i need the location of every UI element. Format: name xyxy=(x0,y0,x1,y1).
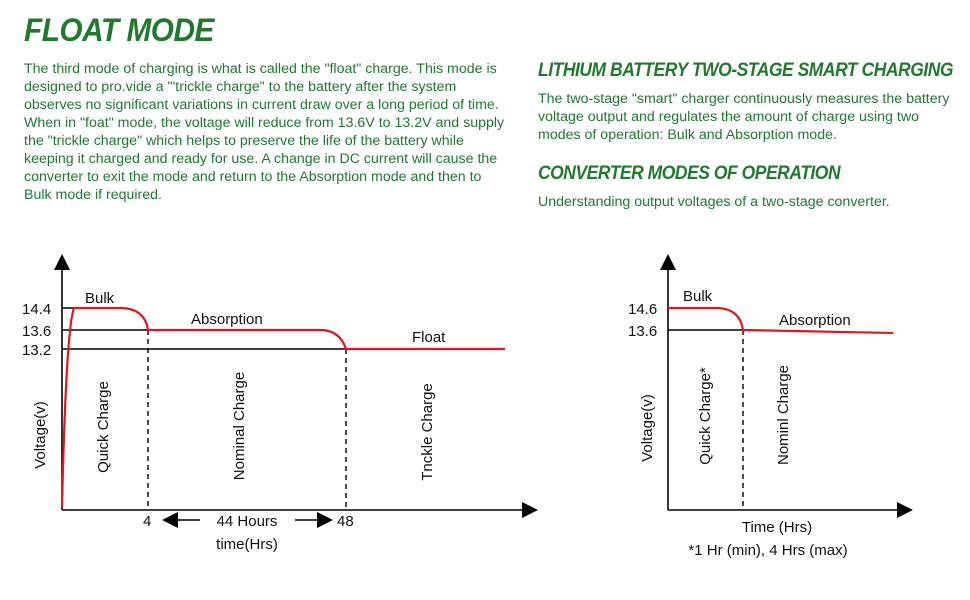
span-label: 44 Hours xyxy=(217,513,278,530)
y-tick-14-4: 14.4 xyxy=(22,301,51,318)
float-mode-title: FLOAT MODE xyxy=(24,12,214,48)
zone-label-quick-charge: Quick Charge* xyxy=(697,367,714,465)
y-tick-13-6: 13.6 xyxy=(22,323,51,340)
stage-label-absorption: Absorption xyxy=(779,312,851,329)
stage-label-absorption: Absorption xyxy=(191,311,263,328)
charge-curve xyxy=(668,306,894,335)
zone-label-nominal-charge: Nominal Charge xyxy=(231,372,248,480)
float-mode-paragraph: The third mode of charging is what is ca… xyxy=(24,61,505,203)
y-axis-label: Voltage(v) xyxy=(639,394,656,462)
lithium-charging-title: LITHIUM BATTERY TWO-STAGE SMART CHARGING xyxy=(538,60,954,81)
x-tick-4: 4 xyxy=(143,513,151,530)
y-tick-14-6: 14.6 xyxy=(628,301,657,318)
zone-label-trickle-charge: Tnckle Charge xyxy=(419,383,436,481)
footnote: *1 Hr (min), 4 Hrs (max) xyxy=(688,542,847,559)
x-axis-label: Time (Hrs) xyxy=(742,519,812,536)
stage-label-bulk: Bulk xyxy=(85,290,115,307)
lithium-charging-paragraph: The two-stage "smart" charger continuous… xyxy=(538,91,950,143)
charge-curve xyxy=(60,306,505,509)
two-stage-chart: 14.6 13.6 Bulk Absorption Voltage(v) Qui… xyxy=(628,254,913,559)
zone-label-nominal-charge: Nominl Charge xyxy=(775,365,792,465)
stage-label-float: Float xyxy=(412,329,446,346)
x-axis-label: time(Hrs) xyxy=(216,536,278,553)
y-tick-13-6: 13.6 xyxy=(628,323,657,340)
float-mode-chart: 14.4 13.6 13.2 Bulk Absorption Float Vol… xyxy=(22,254,538,553)
zone-label-quick-charge: Quick Charge xyxy=(95,381,112,473)
y-tick-13-2: 13.2 xyxy=(22,342,51,359)
x-tick-48: 48 xyxy=(337,513,354,530)
converter-modes-title: CONVERTER MODES OF OPERATION xyxy=(538,163,841,184)
converter-modes-paragraph: Understanding output voltages of a two-s… xyxy=(538,194,890,210)
stage-label-bulk: Bulk xyxy=(683,288,713,305)
y-axis-label: Voltage(v) xyxy=(32,401,49,469)
